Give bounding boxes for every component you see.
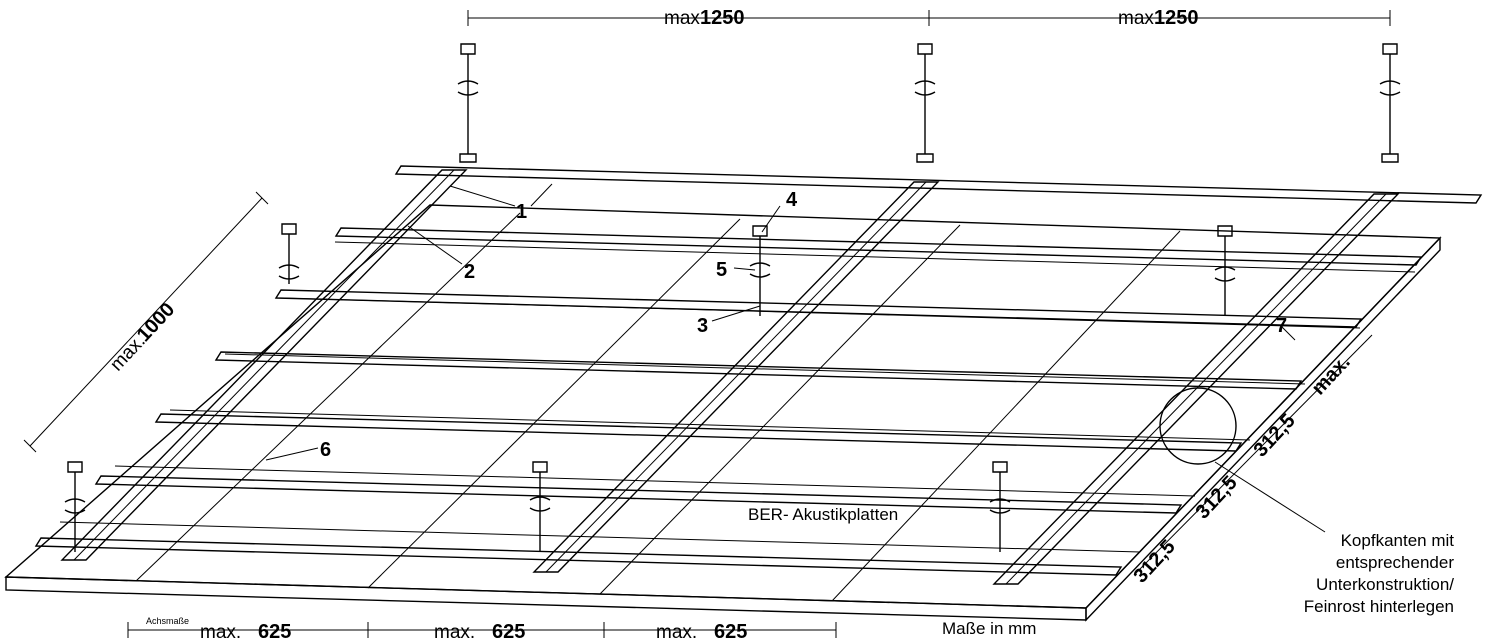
note-line-3: Unterkonstruktion/	[1316, 575, 1454, 594]
note-line-4: Feinrost hinterlegen	[1304, 597, 1454, 616]
callout-1: 1	[516, 201, 527, 223]
right-dim-value-3: 312,5	[1250, 410, 1300, 462]
callout-4: 4	[786, 189, 798, 211]
callout-5: 5	[716, 259, 727, 281]
cross-rails	[34, 165, 1483, 576]
note-line-1: Kopfkanten mit	[1341, 531, 1455, 550]
detail-circle	[1159, 387, 1237, 465]
top-dim-prefix-1: max.	[664, 8, 705, 29]
callout-3: 3	[697, 315, 708, 337]
note-line-2: entsprechender	[1336, 553, 1454, 572]
callout-leaders	[265, 183, 1296, 461]
top-dim-prefix-2: max.	[1118, 8, 1159, 29]
bottom-dim-prefix-3: max.	[656, 622, 697, 640]
dimension-lines	[23, 10, 1391, 638]
top-dim-value-2: 1250	[1154, 7, 1199, 29]
bottom-dim-prefix-2: max.	[434, 622, 475, 640]
bottom-dim-value-2: 625	[492, 621, 525, 640]
top-dim-value-1: 1250	[700, 7, 745, 29]
callout-6: 6	[320, 439, 331, 461]
note-leader	[1214, 461, 1326, 533]
bottom-dim-prefix-1: max.	[200, 622, 241, 640]
right-dim-value-2: 312,5	[1192, 472, 1242, 524]
units-label: Maße in mm	[942, 619, 1036, 638]
panels-label: BER- Akustikplatten	[748, 505, 898, 524]
right-dim-max: max.	[1308, 351, 1355, 399]
bottom-dim-value-3: 625	[714, 621, 747, 640]
callout-2: 2	[464, 261, 475, 283]
callout-7: 7	[1276, 315, 1287, 337]
bottom-dim-caption: Achsmaße	[146, 616, 189, 626]
hangers	[64, 43, 1401, 552]
bottom-dim-value-1: 625	[258, 621, 291, 640]
main-channels	[60, 169, 1400, 585]
right-dim-value-1: 312,5	[1130, 536, 1180, 588]
